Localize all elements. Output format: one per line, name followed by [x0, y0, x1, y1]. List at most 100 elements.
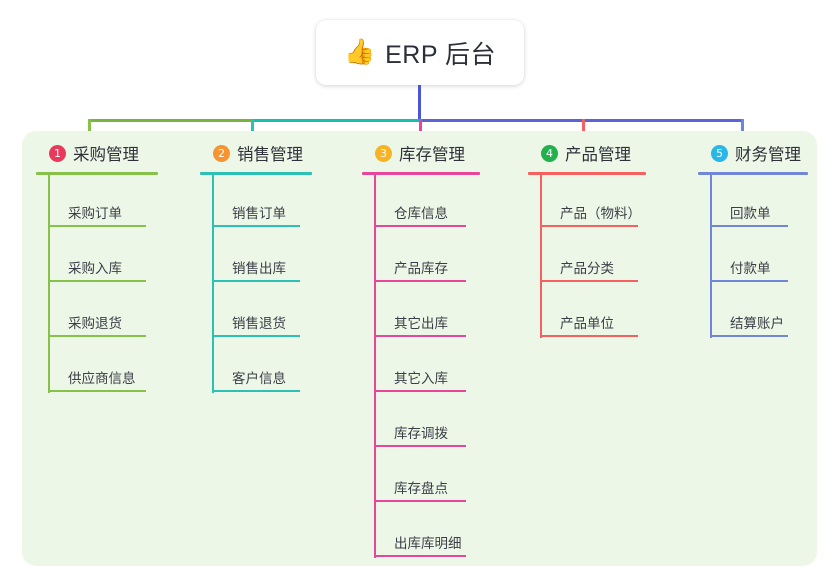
menu-item-underline	[540, 335, 638, 337]
column-underline	[362, 172, 480, 175]
root-node-card: 👍 ERP 后台	[316, 20, 524, 85]
branch-drop-4	[581, 119, 585, 141]
column-header-5[interactable]: 5 财务管理	[698, 140, 808, 166]
menu-item-underline	[374, 500, 466, 502]
column-items: 产品（物料） 产品分类产品单位	[528, 175, 646, 340]
menu-item-label: 产品单位	[560, 316, 614, 331]
branch-drop-1	[87, 119, 91, 141]
menu-item[interactable]: 回款单	[698, 175, 808, 230]
column-items: 回款单付款单结算账户	[698, 175, 808, 340]
menu-item-label: 采购订单	[68, 206, 122, 221]
menu-item-underline	[48, 280, 146, 282]
menu-item[interactable]: 库存盘点	[362, 450, 480, 505]
branch-spine	[212, 175, 214, 393]
bar-segment-green	[87, 119, 254, 122]
branch-drop-3	[418, 119, 422, 141]
menu-item-label: 付款单	[730, 261, 771, 276]
menu-item-underline	[710, 280, 788, 282]
menu-item[interactable]: 仓库信息	[362, 175, 480, 230]
column-1: 1 采购管理采购订单采购入库采购退货供应商信息	[36, 140, 158, 395]
menu-item[interactable]: 结算账户	[698, 285, 808, 340]
column-underline	[200, 172, 312, 175]
menu-item[interactable]: 采购订单	[36, 175, 158, 230]
branch-spine	[540, 175, 542, 338]
branch-spine	[374, 175, 376, 558]
menu-item-label: 销售出库	[232, 261, 286, 276]
menu-item-label: 回款单	[730, 206, 771, 221]
menu-item[interactable]: 出库库明细	[362, 505, 480, 560]
menu-item-underline	[374, 555, 466, 557]
menu-item[interactable]: 库存调拨	[362, 395, 480, 450]
column-5: 5 财务管理回款单付款单结算账户	[698, 140, 808, 340]
menu-item-label: 结算账户	[730, 316, 784, 331]
menu-item-underline	[374, 445, 466, 447]
menu-item-label: 出库库明细	[394, 536, 462, 551]
menu-item[interactable]: 付款单	[698, 230, 808, 285]
column-underline	[698, 172, 808, 175]
menu-item[interactable]: 客户信息	[200, 340, 312, 395]
branch-drop-5	[740, 119, 744, 141]
column-items: 采购订单采购入库采购退货供应商信息	[36, 175, 158, 395]
menu-item[interactable]: 产品（物料）	[528, 175, 646, 230]
menu-item[interactable]: 产品分类	[528, 230, 646, 285]
column-index-badge: 1	[49, 144, 66, 162]
menu-item[interactable]: 其它出库	[362, 285, 480, 340]
menu-item[interactable]: 产品单位	[528, 285, 646, 340]
menu-item[interactable]: 采购入库	[36, 230, 158, 285]
menu-item-underline	[710, 225, 788, 227]
column-title: 销售管理	[237, 146, 303, 164]
menu-item-underline	[374, 225, 466, 227]
bar-segment-blue	[418, 119, 744, 122]
column-title: 采购管理	[73, 146, 139, 164]
menu-item-underline	[212, 390, 300, 392]
column-title: 库存管理	[399, 146, 465, 164]
branch-spine	[710, 175, 712, 338]
column-header-1[interactable]: 1 采购管理	[36, 140, 158, 166]
page-title: ERP 后台	[385, 40, 497, 69]
diagram-panel	[22, 131, 817, 566]
column-title: 财务管理	[735, 146, 801, 164]
menu-item-label: 销售订单	[232, 206, 286, 221]
menu-item-label: 库存盘点	[394, 481, 448, 496]
menu-item-underline	[710, 335, 788, 337]
menu-item-label: 产品分类	[560, 261, 614, 276]
menu-item-label: 仓库信息	[394, 206, 448, 221]
menu-item-label: 产品库存	[394, 261, 448, 276]
column-2: 2 销售管理销售订单销售出库销售退货客户信息	[200, 140, 312, 395]
menu-item-label: 供应商信息	[68, 371, 136, 386]
menu-item-underline	[212, 225, 300, 227]
menu-item-underline	[374, 280, 466, 282]
menu-item-underline	[540, 280, 638, 282]
column-items: 销售订单销售出库销售退货客户信息	[200, 175, 312, 395]
menu-item[interactable]: 供应商信息	[36, 340, 158, 395]
trunk-line	[417, 85, 421, 122]
column-index-badge: 4	[541, 144, 558, 162]
menu-item[interactable]: 采购退货	[36, 285, 158, 340]
menu-item-label: 其它出库	[394, 316, 448, 331]
menu-item-underline	[48, 390, 146, 392]
column-header-2[interactable]: 2 销售管理	[200, 140, 312, 166]
menu-item[interactable]: 销售订单	[200, 175, 312, 230]
menu-item-label: 客户信息	[232, 371, 286, 386]
column-items: 仓库信息产品库存其它出库其它入库库存调拨库存盘点出库库明细	[362, 175, 480, 560]
thumbs-up-icon: 👍	[343, 38, 376, 66]
menu-item-underline	[540, 225, 638, 227]
menu-item-label: 销售退货	[232, 316, 286, 331]
menu-item[interactable]: 其它入库	[362, 340, 480, 395]
menu-item-underline	[48, 335, 146, 337]
menu-item[interactable]: 销售退货	[200, 285, 312, 340]
menu-item-underline	[212, 335, 300, 337]
menu-item-label: 采购退货	[68, 316, 122, 331]
column-index-badge: 2	[213, 144, 230, 162]
menu-item-underline	[48, 225, 146, 227]
menu-item-underline	[212, 280, 300, 282]
column-index-badge: 5	[711, 144, 728, 162]
menu-item-underline	[374, 335, 466, 337]
menu-item-label: 产品（物料）	[560, 206, 641, 221]
menu-item-label: 其它入库	[394, 371, 448, 386]
menu-item[interactable]: 产品库存	[362, 230, 480, 285]
menu-item[interactable]: 销售出库	[200, 230, 312, 285]
